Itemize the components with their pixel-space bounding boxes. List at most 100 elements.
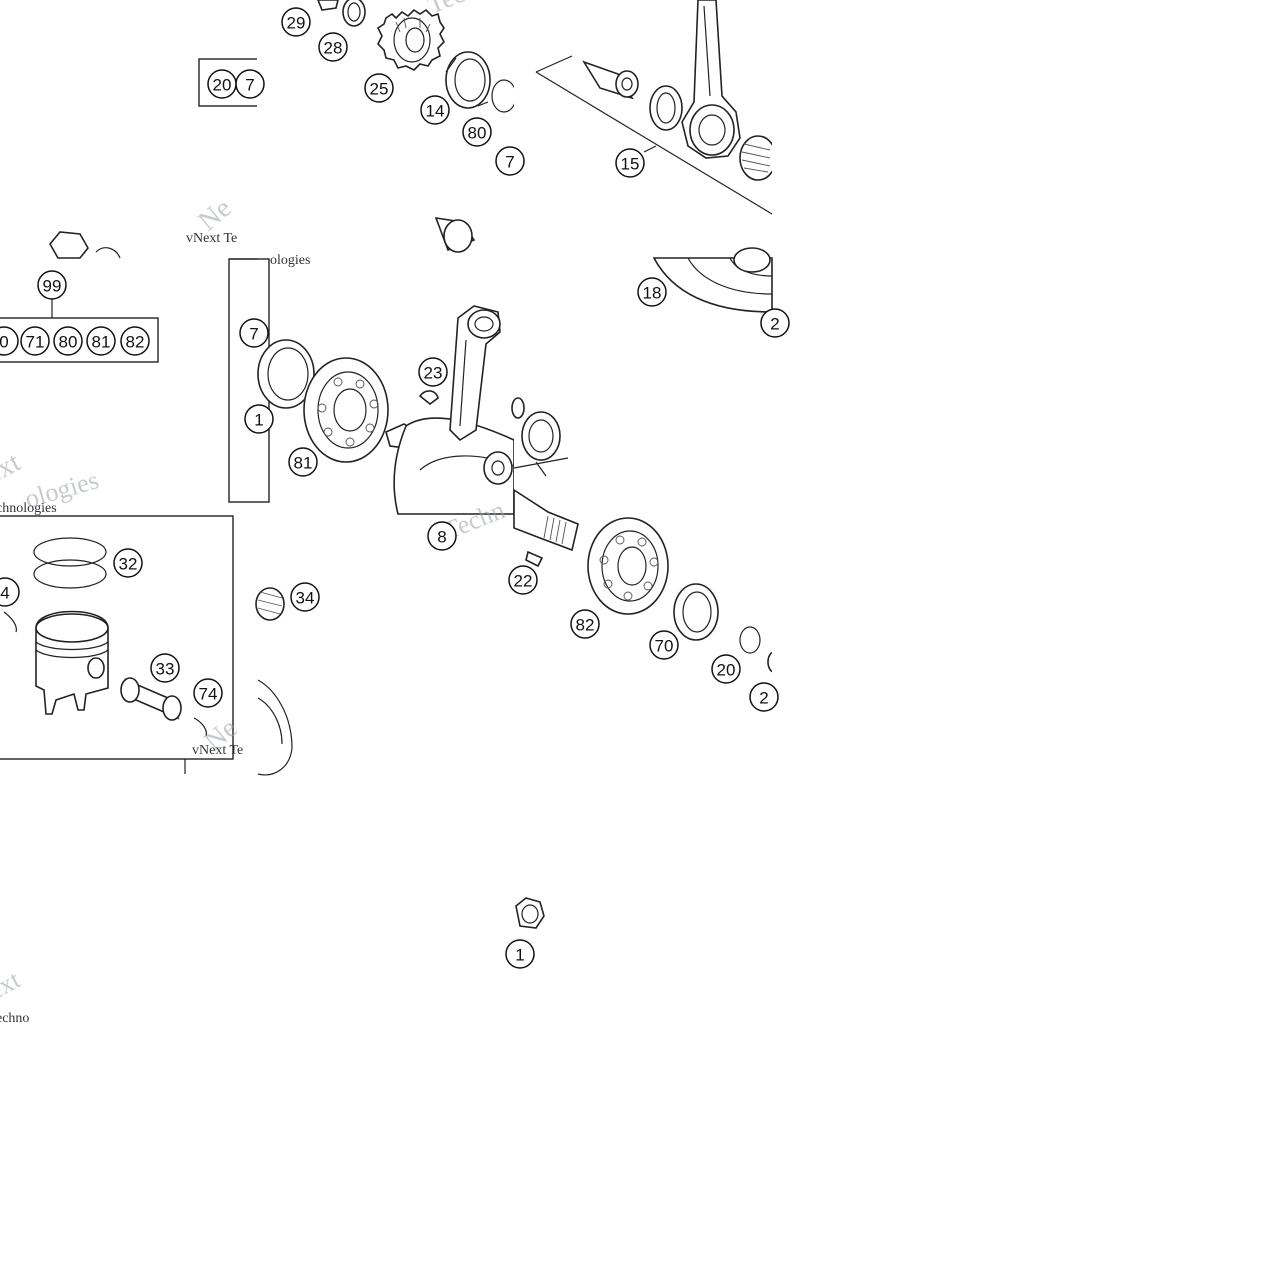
callout-circle: [711, 654, 741, 684]
callout-circle: [418, 357, 448, 387]
callout-number: 14: [426, 102, 445, 121]
callout-number: 25: [370, 80, 389, 99]
callout-number: 15: [621, 155, 640, 174]
callout-circle: [281, 7, 311, 37]
part-callout: 74: [193, 678, 223, 708]
part-callout: 2: [749, 682, 779, 712]
cap-part: [317, 0, 339, 11]
callout-number: 71: [26, 333, 45, 352]
shim-part: [521, 411, 561, 461]
part-callout: 99: [37, 270, 67, 300]
part-callout: 80: [462, 117, 492, 147]
callout-number: 23: [424, 364, 443, 383]
tile-top-rod: [535, 0, 802, 240]
sleeve-part: [434, 217, 476, 253]
callout-circle: [495, 146, 525, 176]
part-callout: 15: [615, 148, 645, 178]
part-callout: 18: [637, 277, 667, 307]
watermark-caption: vNext Te: [192, 743, 243, 758]
part-callout: 34: [290, 582, 320, 612]
callout-number: 29: [287, 14, 306, 33]
callout-number: 22: [514, 572, 533, 591]
callout-circle: [649, 630, 679, 660]
collar-nut-part: [515, 897, 545, 929]
washer-part: [649, 85, 683, 131]
watermark-text: ext: [0, 964, 26, 1005]
part-callout: 8: [427, 521, 457, 551]
part-callout: 25: [364, 73, 394, 103]
callout-number: 99: [43, 277, 62, 296]
callout-number: 2: [759, 689, 768, 708]
circlip-part: [739, 626, 761, 654]
bearing-part: [445, 51, 491, 109]
key-part: [418, 390, 439, 406]
part-callout: 71: [20, 326, 50, 356]
callout-circle: [505, 939, 535, 969]
main-bearing-part: [587, 517, 669, 615]
callout-number: 80: [468, 124, 487, 143]
callout-circle: [288, 447, 318, 477]
callout-number: 4: [0, 584, 9, 603]
flywheel-part: [652, 247, 773, 313]
circlip-part: [193, 717, 207, 737]
callout-number: 8: [437, 528, 446, 547]
part-callout: 32: [113, 548, 143, 578]
part-callout: 7: [495, 146, 525, 176]
part-callout: 82: [120, 326, 150, 356]
part-callout: 1: [505, 939, 535, 969]
callout-number: 34: [296, 589, 315, 608]
callout-number: 82: [126, 333, 145, 352]
tile-crank-right: [511, 247, 802, 740]
callout-circle: [86, 326, 116, 356]
callout-number: 0: [0, 333, 9, 352]
callout-number: 1: [515, 946, 524, 965]
callout-circle: [749, 682, 779, 712]
callout-number: 7: [249, 325, 258, 344]
tile-crank-left: [228, 217, 522, 516]
part-callout: 0: [0, 326, 19, 356]
callout-circle: [570, 609, 600, 639]
tile-needle-bearing: [255, 587, 293, 776]
part-callout: 20: [711, 654, 741, 684]
callout-number: 7: [245, 76, 254, 95]
callout-circle: [20, 326, 50, 356]
callout-number: 33: [156, 660, 175, 679]
part-callout: 80: [53, 326, 83, 356]
gear-part: [376, 8, 445, 71]
connecting-rod-part: [681, 0, 741, 159]
callout-circle: [290, 582, 320, 612]
callout-number: 20: [717, 661, 736, 680]
callout-circle: [615, 148, 645, 178]
callout-number: 82: [576, 616, 595, 635]
needle-bearing-part: [739, 135, 777, 181]
shaft-part: [513, 488, 579, 552]
callout-circle: [364, 73, 394, 103]
callout-circle: [244, 404, 274, 434]
callout-number: 7: [505, 153, 514, 172]
piston-ring-part: [33, 537, 107, 589]
callout-number: 81: [92, 333, 111, 352]
part-callout: 20: [207, 69, 237, 99]
part-callout: 7: [235, 69, 265, 99]
part-callout: 4: [0, 577, 20, 607]
watermark-text: Techno: [423, 0, 504, 20]
callout-circle: [193, 678, 223, 708]
piston-part: [35, 610, 109, 715]
circlip-part: [3, 611, 17, 633]
watermark-caption: ologies: [270, 253, 310, 268]
callout-circle: [318, 32, 348, 62]
crankshaft-part: [385, 305, 515, 515]
circlip-part: [491, 79, 517, 113]
key-part: [525, 550, 544, 568]
callout-circle: [0, 326, 19, 356]
part-callout: 14: [420, 95, 450, 125]
callout-number: 28: [324, 39, 343, 58]
oil-seal-part: [257, 339, 315, 409]
part-callout: 70: [649, 630, 679, 660]
gudgeon-pin-part: [120, 677, 182, 721]
callout-number: 80: [59, 333, 78, 352]
tile-top-gear: [198, 0, 524, 200]
part-callout: 22: [508, 565, 538, 595]
